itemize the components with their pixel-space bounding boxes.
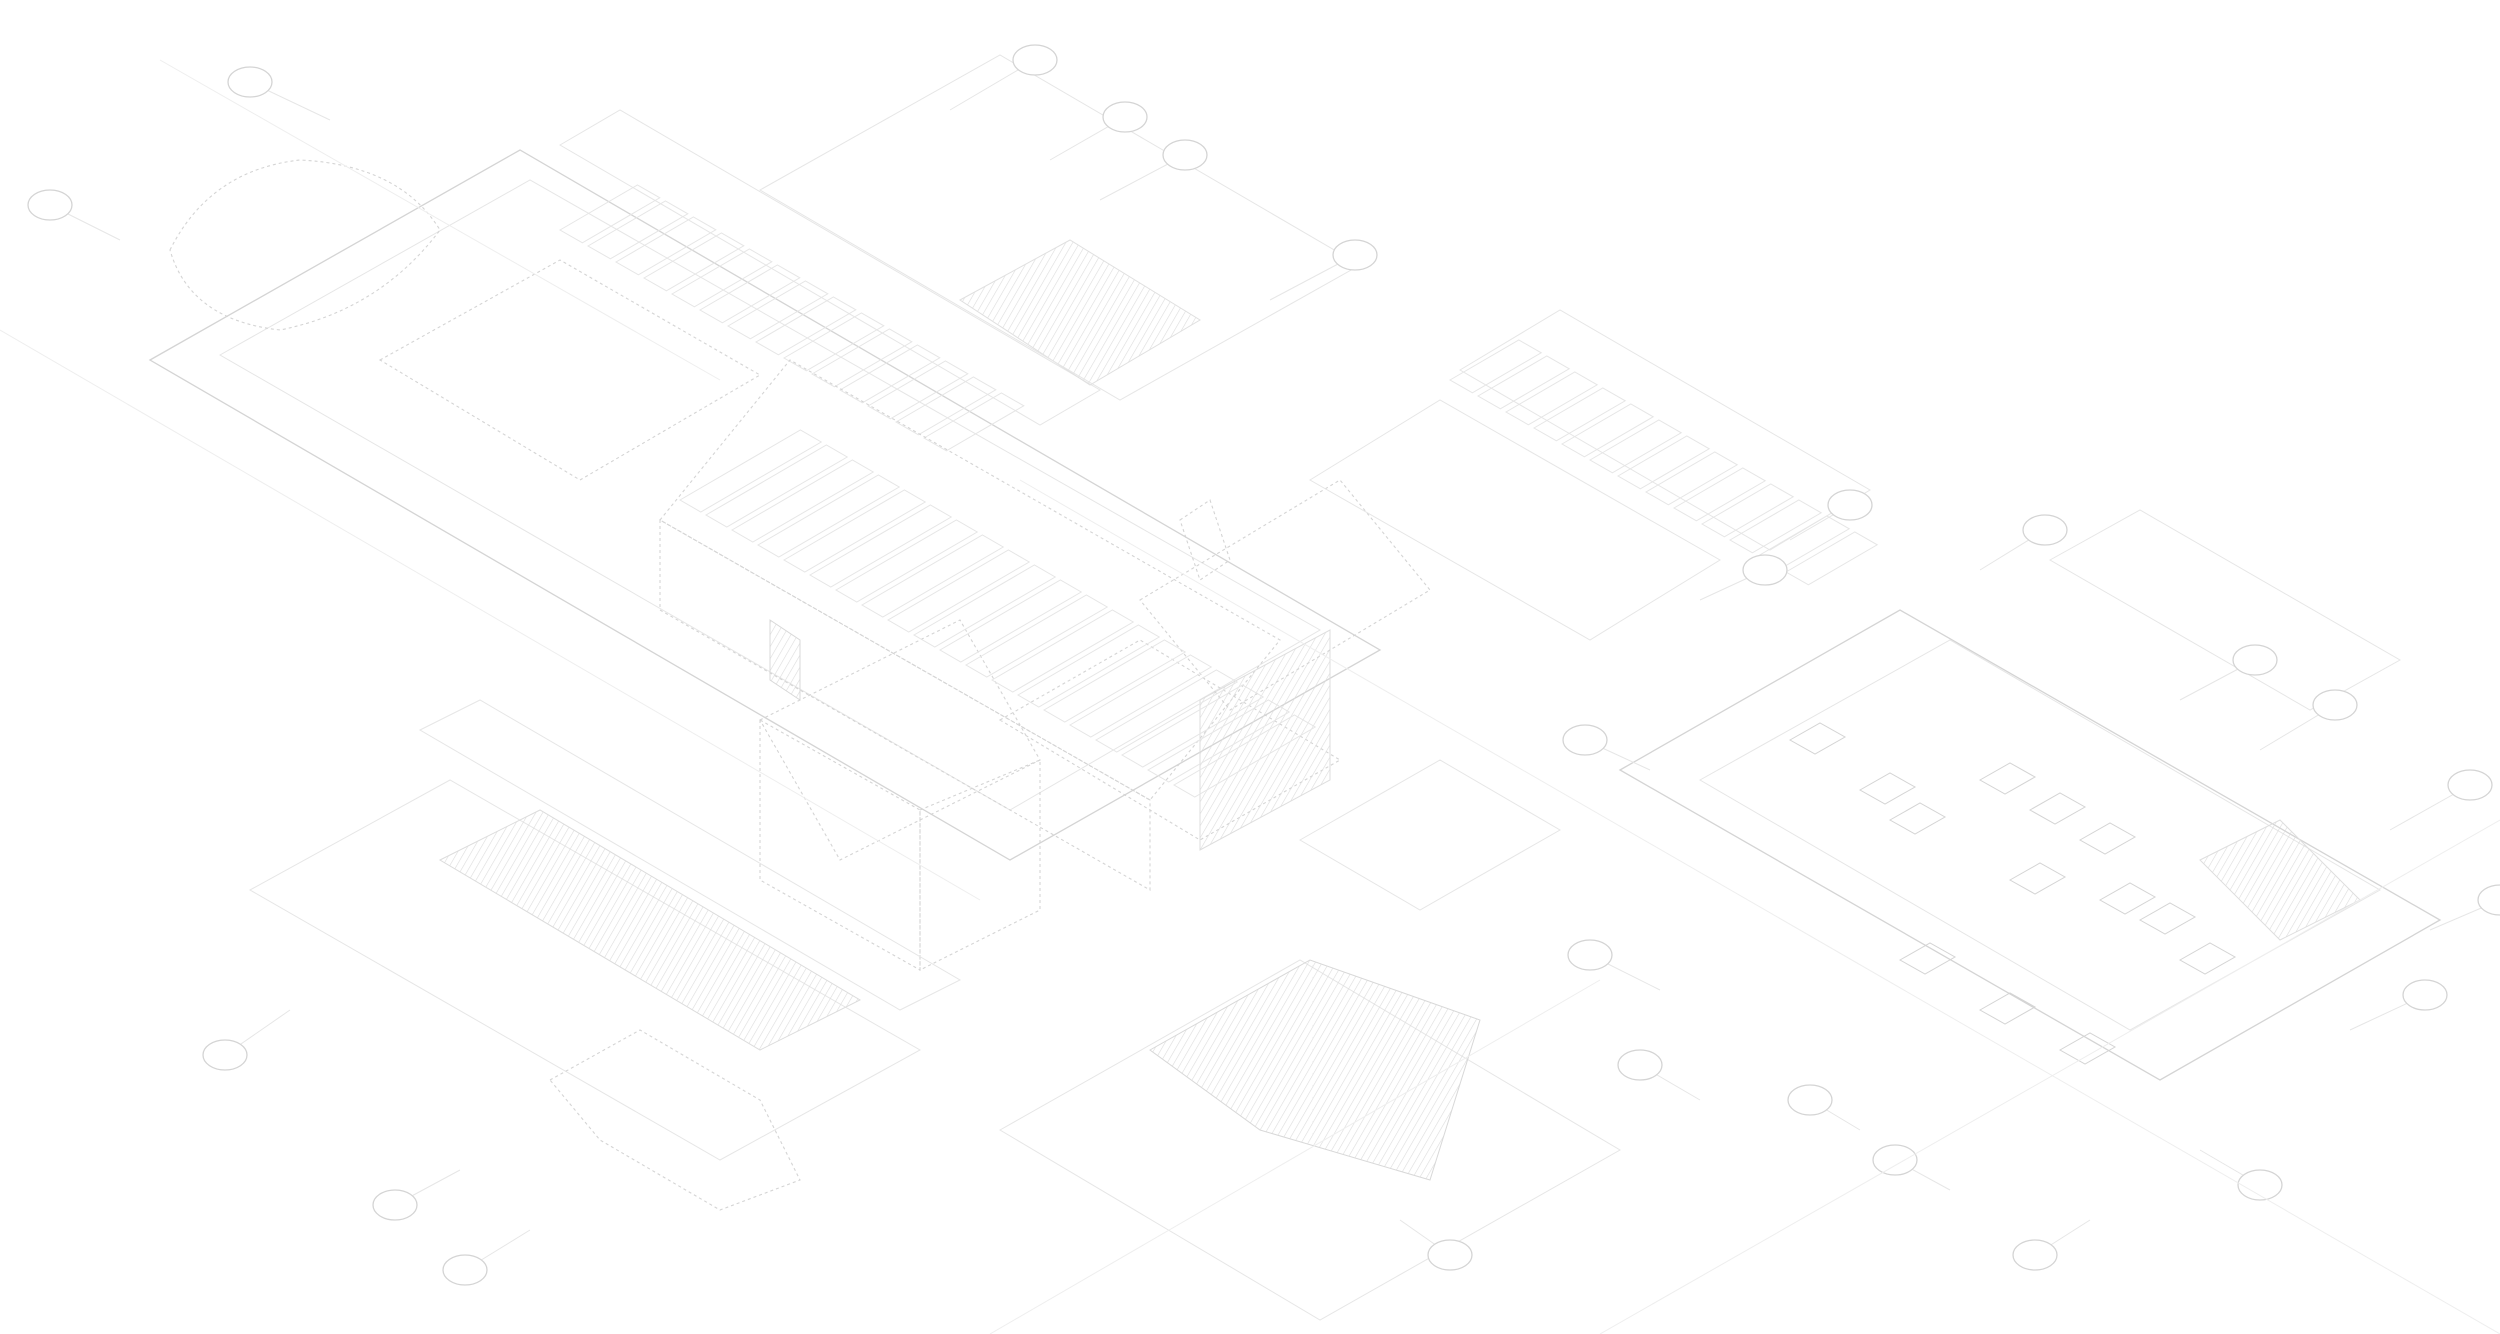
floor-plan-bottom-left — [248, 699, 962, 1211]
dimension-circle — [1162, 139, 1208, 171]
dimension-circle — [1567, 939, 1613, 971]
plank-line — [1043, 639, 1187, 723]
dimension-circle — [2237, 1169, 2283, 1201]
axis-line — [989, 979, 1601, 1334]
furniture-block — [2178, 942, 2237, 975]
plank-line — [809, 504, 953, 588]
dimension-circle — [442, 1254, 488, 1286]
furniture-block — [1858, 772, 1917, 805]
plank-line — [1095, 669, 1239, 753]
furniture-block — [1898, 942, 1957, 975]
plank-line — [866, 360, 969, 420]
dimension-circle — [2477, 884, 2500, 916]
house-3d-model — [659, 359, 1431, 971]
plank-line — [810, 328, 913, 388]
dimension-circle — [1332, 239, 1378, 271]
plank-line — [642, 232, 745, 292]
plank-line — [1017, 624, 1161, 708]
plank-line — [861, 534, 1005, 618]
plank-line — [1069, 654, 1213, 738]
plank-line — [698, 264, 801, 324]
plank-line — [913, 564, 1057, 648]
furniture-block — [2028, 792, 2087, 825]
plank-line — [887, 549, 1031, 633]
plank-line — [838, 344, 941, 404]
dimension-circle — [2022, 514, 2068, 546]
plank-line — [754, 296, 857, 356]
plank-line — [1532, 387, 1627, 442]
floor-plan-top-left — [148, 54, 1382, 861]
plank-line — [835, 519, 979, 603]
plank-line — [1784, 531, 1879, 586]
furniture-block — [2138, 902, 2197, 935]
plank-line — [757, 474, 901, 558]
dimension-circle — [1102, 101, 1148, 133]
plank-line — [679, 429, 823, 513]
plank-line — [1644, 451, 1739, 506]
plank-line — [1616, 435, 1711, 490]
plank-line — [965, 594, 1109, 678]
dimension-circle — [1617, 1049, 1663, 1081]
plank-line — [1173, 714, 1317, 798]
plank-line — [1672, 467, 1767, 522]
plank-line — [558, 184, 661, 244]
floor-plan-right — [1309, 309, 2442, 1081]
plank-line — [939, 579, 1083, 663]
dimension-circle — [27, 189, 73, 221]
dimension-circle — [227, 66, 273, 98]
dimension-circle — [372, 1189, 418, 1221]
furniture-block — [1978, 992, 2037, 1025]
dimension-circle — [1787, 1084, 1833, 1116]
plank-line — [991, 609, 1135, 693]
floor-plan-bottom-center — [999, 759, 1621, 1321]
plank-line — [1560, 403, 1655, 458]
plank-line — [1448, 339, 1543, 394]
furniture-block — [2058, 1032, 2117, 1065]
plank-line — [705, 444, 849, 528]
dimension-circle — [2312, 689, 2358, 721]
dimension-circle — [1742, 554, 1788, 586]
dimension-circle — [2232, 644, 2278, 676]
plank-line — [1147, 699, 1291, 783]
plank-line — [1728, 499, 1823, 554]
plank-line — [894, 376, 997, 436]
plank-line — [1121, 684, 1265, 768]
dimension-markers — [0, 44, 2500, 1334]
dimension-circle — [1427, 1239, 1473, 1271]
dimension-circle — [2447, 769, 2493, 801]
furniture-block — [1978, 762, 2037, 795]
furniture-block — [2008, 862, 2067, 895]
plank-line — [731, 459, 875, 543]
plank-line — [1588, 419, 1683, 474]
dimension-circle — [1012, 44, 1058, 76]
axis-line — [1019, 479, 2500, 1334]
furniture-block — [2078, 822, 2137, 855]
plank-line — [670, 248, 773, 308]
dimension-circle — [2402, 979, 2448, 1011]
furniture-block — [1888, 802, 1947, 835]
plank-line — [586, 200, 689, 260]
plank-line — [726, 280, 829, 340]
furniture-block — [1788, 722, 1847, 755]
dimension-circle — [1872, 1144, 1918, 1176]
axis-line — [1599, 819, 2500, 1334]
plank-line — [782, 312, 885, 372]
axis-line — [0, 329, 981, 901]
axis-line — [159, 59, 721, 381]
plank-line — [1504, 371, 1599, 426]
dimension-circle — [2012, 1239, 2058, 1271]
dimension-circle — [202, 1039, 248, 1071]
plank-line — [783, 489, 927, 573]
plank-line — [1476, 355, 1571, 410]
dimension-circle — [1562, 724, 1608, 756]
plank-line — [614, 216, 717, 276]
plank-line — [1700, 483, 1795, 538]
plank-line — [922, 392, 1025, 452]
furniture-block — [2098, 882, 2157, 915]
dimension-circle — [1827, 489, 1873, 521]
